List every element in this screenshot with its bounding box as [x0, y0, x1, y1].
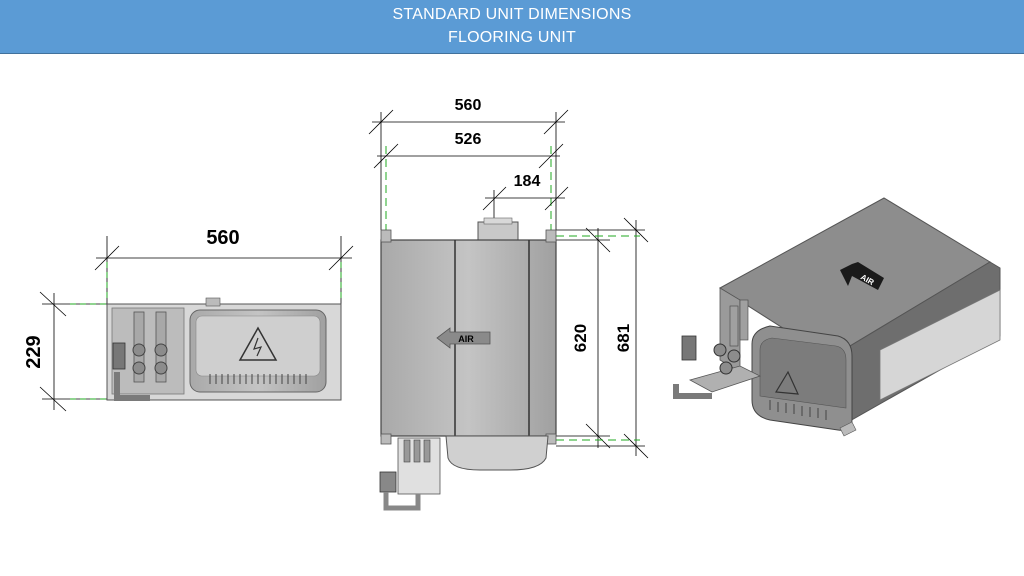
front-inner-height-label: 620	[571, 324, 590, 352]
iso-warning-triangle-icon	[774, 370, 799, 395]
front-inner-width-dimension: 526	[373, 131, 564, 236]
side-width-dimension: 560	[94, 227, 354, 305]
front-width-dimension: 560	[368, 97, 569, 230]
front-width-label: 560	[455, 97, 482, 114]
side-height-label: 229	[23, 335, 45, 368]
side-width-label: 560	[206, 227, 239, 249]
front-air-arrow-icon: AIR	[436, 327, 491, 349]
side-height-dimension: 229	[23, 291, 110, 412]
title-line-2: FLOORING UNIT	[448, 29, 576, 46]
iso-view: AIR	[673, 197, 1001, 437]
side-view: 560 229	[23, 227, 354, 412]
title-line-1: STANDARD UNIT DIMENSIONS	[392, 6, 632, 23]
header-bar: STANDARD UNIT DIMENSIONS FLOORING UNIT	[0, 0, 1024, 54]
side-unit-body	[106, 297, 342, 401]
front-offset-label: 184	[514, 173, 541, 190]
front-air-label: AIR	[458, 334, 474, 344]
front-overall-height-label: 681	[614, 324, 633, 352]
front-offset-dimension: 184	[482, 173, 569, 222]
front-unit-body: AIR	[379, 217, 557, 511]
front-height-dimensions: 620 681	[556, 217, 649, 459]
warning-triangle-icon	[238, 326, 278, 361]
front-view: 560 526 184	[368, 97, 649, 511]
front-inner-width-label: 526	[455, 131, 482, 148]
